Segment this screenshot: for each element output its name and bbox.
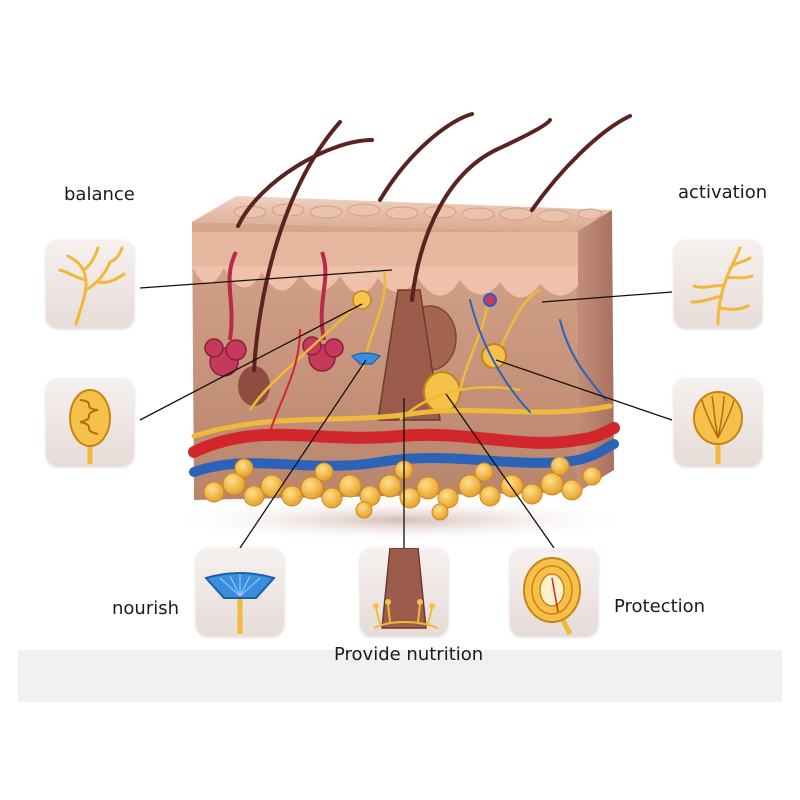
artery [188,422,620,458]
nerve-trunk [191,403,613,439]
ruffini-ending-icon [674,240,762,328]
hair-follicle-nerve-icon [360,548,448,636]
label-protection: Protection [614,596,706,617]
epidermis-band [192,232,578,266]
leader-protection [445,393,555,549]
leader-lines [139,269,673,549]
surface-bumps [233,203,603,223]
leader-activation [541,291,673,303]
label-activation: activation [678,182,768,203]
label-nourish: nourish [112,598,180,619]
leader-right-middle [495,359,673,421]
label-balance: balance [64,184,135,205]
leader-balance [139,269,393,289]
pacinian-corpuscle-icon [510,548,598,636]
label-provide-nutrition: Provide nutrition [334,644,484,665]
leader-nourish [239,359,367,549]
vein [189,439,619,477]
free-nerve-ending-icon [46,240,134,328]
meissner-corpuscle-icon [46,378,134,466]
skin-block [188,112,632,521]
hairs [236,112,632,372]
bottom-band [18,650,782,702]
leader-left-middle [139,303,363,421]
fat-cells [203,456,602,521]
merkel-disc-icon [196,548,284,636]
block-shadow [160,498,640,542]
blood-vessels [188,299,620,477]
dermis-side [576,210,614,492]
end-bulb-icon [674,378,762,466]
sweat-glands [204,251,344,377]
